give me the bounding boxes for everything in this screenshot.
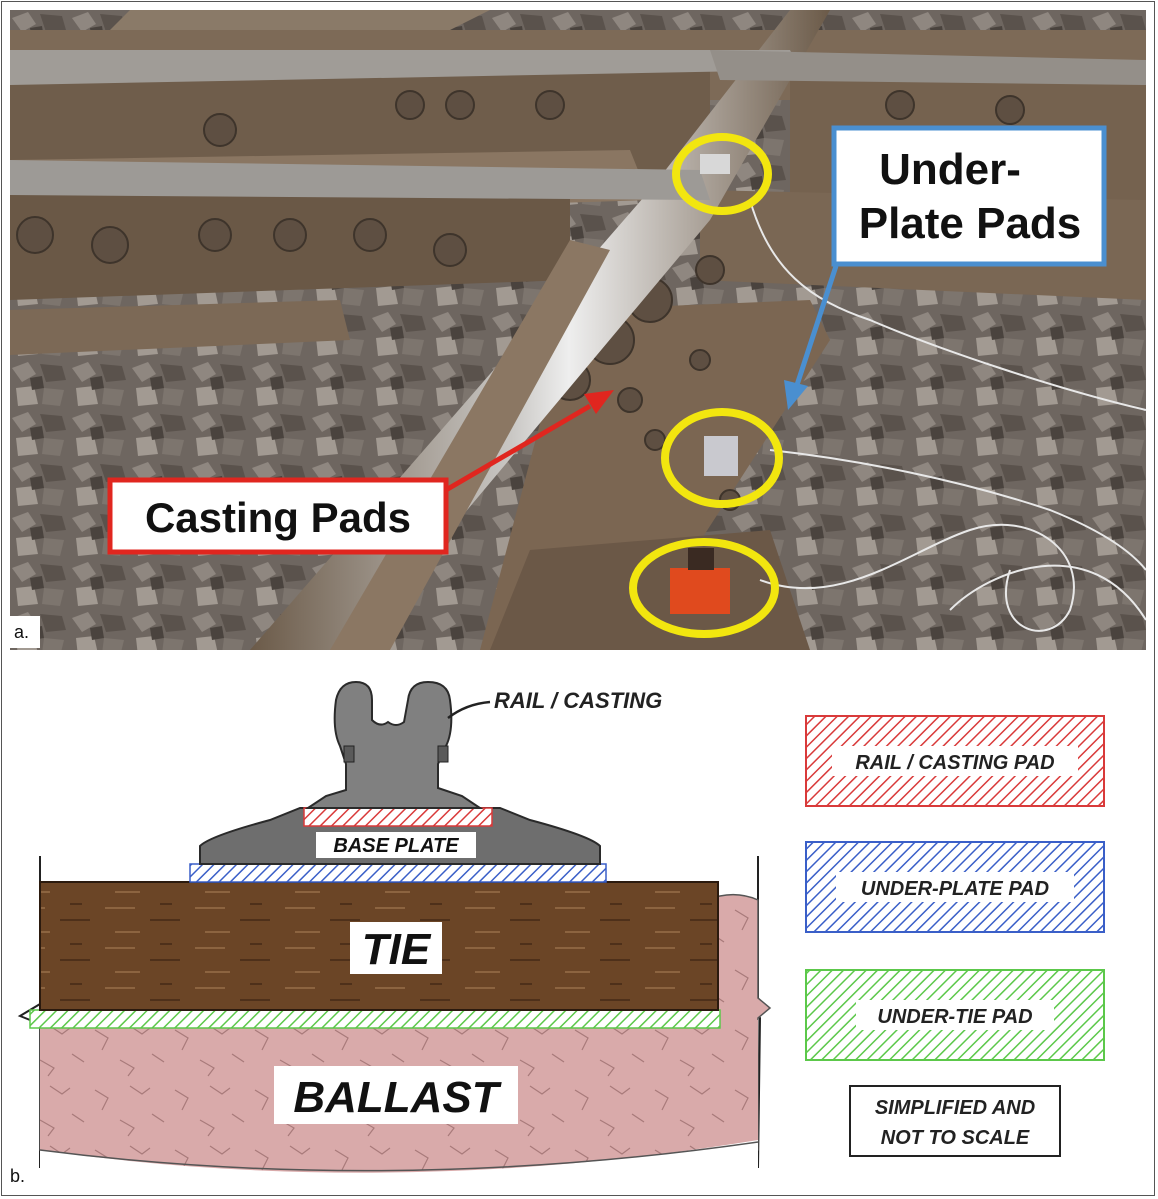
under-plate-arrow <box>784 265 839 410</box>
tie-label: TIE <box>362 925 432 974</box>
tie-label-bg <box>350 922 442 974</box>
rail-bolt-left <box>343 745 355 763</box>
base-plate-label: BASE PLATE <box>333 835 459 857</box>
ballast-label: BALLAST <box>293 1073 501 1122</box>
under-plate-callout: Under- Plate Pads <box>831 125 1107 267</box>
legend-under-plate-pad-label-bg <box>836 872 1074 902</box>
casting-pad-callout: Casting Pads <box>107 477 449 555</box>
legend-rail-casting-pad-label: RAIL / CASTING PAD <box>855 752 1054 774</box>
rail-casting-pad <box>303 807 493 827</box>
marker-under-plate-pad <box>661 408 783 508</box>
scale-note-line2: NOT TO SCALE <box>881 1127 1030 1149</box>
rail-label-leader <box>447 700 491 719</box>
under-plate-callout-line1: Under- <box>879 145 1021 194</box>
legend: RAIL / CASTING PAD UNDER-PLATE PAD UNDER… <box>805 715 1105 1061</box>
ballast-label-bg <box>274 1066 518 1124</box>
panel-a-label-bg <box>10 616 40 648</box>
rail-bolt-right <box>437 745 449 763</box>
sensor-housing <box>688 548 714 570</box>
casting-pad-callout-text: Casting Pads <box>145 494 411 541</box>
ballast-bottom-mask <box>40 1140 758 1190</box>
casting-pad-arrow <box>444 390 614 493</box>
panel-b-label: b. <box>10 1166 25 1186</box>
panel-a-label: a. <box>14 622 29 642</box>
casting-sensor <box>700 154 730 174</box>
scale-note-line1: SIMPLIFIED AND <box>875 1097 1035 1119</box>
under-plate-pad <box>189 863 607 883</box>
legend-under-tie-pad-label: UNDER-TIE PAD <box>877 1006 1032 1028</box>
sensor-cables <box>749 199 1146 632</box>
photo-panel: Under- Plate Pads Casting Pads a. <box>10 10 1146 650</box>
rail-casting <box>304 680 484 809</box>
marker-under-tie-pad <box>629 538 779 638</box>
rail-casting-label: RAIL / CASTING <box>494 688 662 713</box>
under-plate-callout-line2: Plate Pads <box>859 199 1082 248</box>
under-tie-pad <box>29 1009 721 1029</box>
scale-note: SIMPLIFIED AND NOT TO SCALE <box>849 1085 1061 1157</box>
under-plate-sensor <box>704 436 738 476</box>
legend-rail-casting-pad-label-bg <box>832 746 1078 776</box>
marker-casting-pad <box>672 133 772 215</box>
under-tie-sensor <box>670 568 730 614</box>
marker-circles <box>629 133 783 638</box>
legend-under-tie-pad-label-bg <box>856 1000 1054 1030</box>
base-plate-label-bg <box>316 832 476 858</box>
legend-under-plate-pad-label: UNDER-PLATE PAD <box>861 878 1049 900</box>
ballast-outline <box>39 1141 759 1172</box>
cross-section-diagram: RAIL / CASTING BASE PLATE TIE BALLAST RA… <box>10 680 1105 1190</box>
